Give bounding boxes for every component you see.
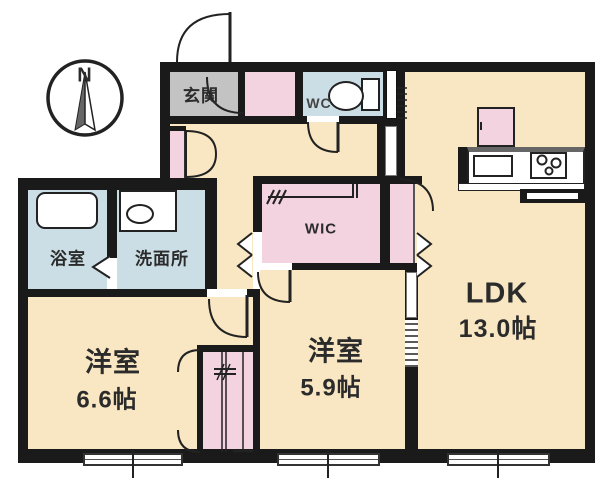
- wall-genkan-bottom: [160, 116, 307, 124]
- wall-closet66-top: [197, 345, 260, 352]
- wic-label: WIC: [304, 220, 338, 238]
- wall-wic-left: [253, 176, 262, 232]
- window-ticks: [132, 450, 499, 478]
- closet66-door-arc1: [177, 349, 201, 373]
- bathroom-label: 浴室: [50, 249, 86, 269]
- bedroom66-size: 6.6帖: [76, 386, 138, 414]
- compass-n-label: N: [77, 64, 93, 87]
- refrigerator: [477, 107, 515, 147]
- closet66-hanger-pipe: [214, 352, 253, 453]
- bedroom59-size: 5.9帖: [300, 374, 362, 402]
- wall-bath-wash-div: [107, 188, 117, 258]
- genkan-door-arc: [206, 76, 244, 114]
- bathtub: [36, 192, 98, 229]
- wall-shoe-wc-div: [295, 62, 303, 124]
- wall-ldk-door-right: [397, 124, 405, 178]
- kitchen-counter-cap: [458, 147, 467, 188]
- bedroom59-label: 洋室: [308, 336, 364, 367]
- bedroom59-sliding-door: [406, 272, 417, 318]
- ldk-closet-floor: [390, 184, 415, 263]
- ldk-label: LDK: [465, 277, 529, 310]
- genkan-floor: [170, 72, 238, 116]
- wall-ldk-door-left: [377, 124, 385, 178]
- shoe-closet-floor: [245, 72, 295, 116]
- ldk-size: 13.0帖: [458, 315, 538, 343]
- wall-washroom-right: [205, 184, 217, 289]
- hall-closet-door-arc1: [185, 130, 217, 155]
- wall-bedroom66-top: [18, 289, 207, 297]
- bedroom59-door-arc: [257, 271, 291, 303]
- wall-wic-bottom: [292, 263, 422, 270]
- wall-bottom-seg2: [183, 449, 277, 463]
- wall-closet66-left: [197, 345, 203, 452]
- wall-bedroom66-top2: [247, 289, 260, 297]
- wic-folding-door-icon1: [236, 232, 253, 256]
- wall-bedroom59-left: [253, 297, 260, 352]
- entrance-door-arc: [176, 13, 231, 63]
- compass-icon: [46, 59, 124, 137]
- closet66-door-arc2: [177, 429, 201, 453]
- hall-closet-door-arc2: [185, 153, 217, 178]
- wall-wic-top: [253, 176, 422, 184]
- wall-wic-closet-div: [380, 176, 390, 270]
- wall-top: [160, 62, 595, 72]
- wall-hatch-kitchen: [397, 87, 407, 119]
- wall-left: [18, 178, 28, 463]
- vanity-sink: [126, 204, 154, 224]
- bathroom-folding-door-icon: [91, 255, 111, 279]
- wall-hatch-bedroom59: [405, 320, 418, 367]
- washroom-label: 洗面所: [135, 249, 189, 269]
- bedroom66-floor: [28, 297, 253, 345]
- wc-label: WC: [306, 95, 332, 111]
- wall-closet66-right: [253, 352, 260, 452]
- genkan-label: 玄関: [183, 86, 219, 106]
- wall-wc-bottom-right: [339, 116, 405, 124]
- wall-bottom-seg4: [550, 449, 595, 463]
- ldk-closet-folding-door-icon1: [416, 232, 433, 256]
- bedroom59-floor: [260, 270, 405, 452]
- wc-door-arc: [307, 121, 339, 153]
- pipe-space: [386, 70, 397, 119]
- stove-burners-icon: [536, 154, 562, 176]
- bedroom66-label: 洋室: [85, 347, 141, 378]
- toilet-bowl: [328, 81, 364, 111]
- wall-bottom-seg3: [380, 449, 447, 463]
- bedroom66-door-arc: [208, 298, 248, 338]
- wall-genkan-shoe-div: [238, 62, 245, 124]
- kitchen-hood-slot: [527, 193, 578, 199]
- ldk-door-arc: [399, 178, 434, 212]
- ldk-closet-folding-door-icon2: [416, 254, 433, 278]
- bedroom66-floor2: [28, 345, 197, 452]
- wall-right: [585, 62, 595, 462]
- kitchen-sink: [473, 155, 513, 177]
- wall-leftwing-top: [18, 178, 217, 190]
- wic-folding-door-icon2: [236, 254, 253, 278]
- wic-hanger-pipe: [266, 184, 358, 205]
- wall-hallcloset-top: [170, 126, 186, 131]
- hallway-floor: [170, 122, 397, 178]
- ldk-sliding-door: [385, 126, 397, 176]
- wall-bottom-seg1: [18, 449, 83, 463]
